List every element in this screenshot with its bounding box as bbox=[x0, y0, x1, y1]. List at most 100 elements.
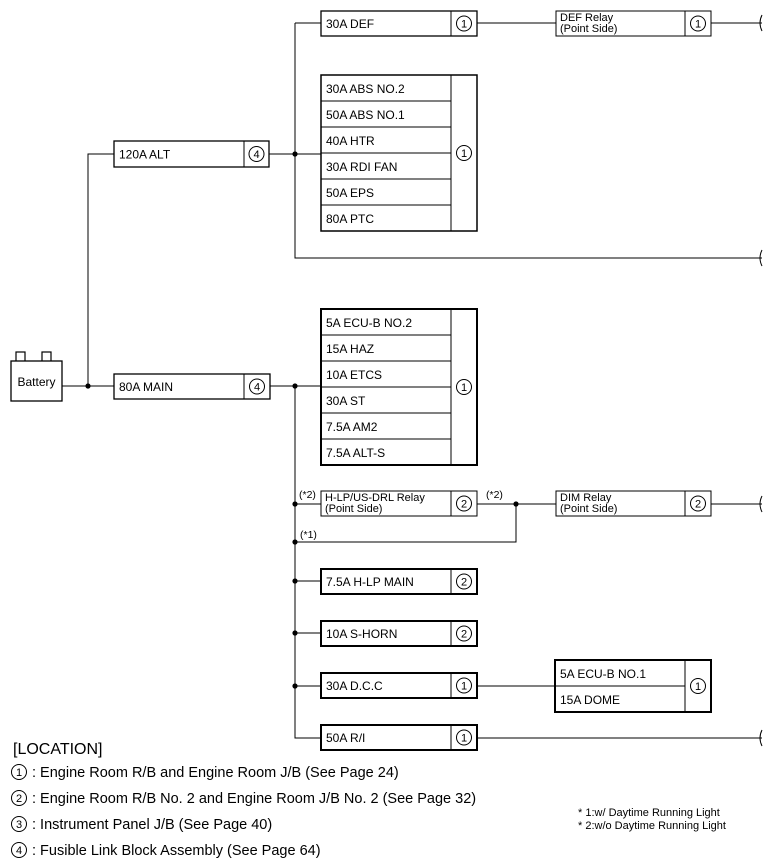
relay-def: DEF Relay (Point Side) 1 bbox=[555, 10, 712, 37]
wires bbox=[62, 14, 763, 747]
legend-text: : Fusible Link Block Assembly (See Page … bbox=[32, 843, 321, 859]
fuse-10a-s-horn: 10A S-HORN 2 bbox=[320, 620, 478, 647]
group-fuse-label: 5A ECU-B NO.1 bbox=[560, 667, 646, 681]
relay-name: DEF Relay bbox=[560, 12, 614, 24]
wire-star1-bypass bbox=[295, 504, 517, 543]
location-marker bbox=[456, 495, 472, 512]
fuse-label: 30A D.C.C bbox=[326, 679, 383, 693]
location-marker bbox=[456, 625, 472, 642]
battery: Battery bbox=[10, 351, 63, 402]
wire-break-2 bbox=[759, 249, 763, 267]
location-marker bbox=[456, 729, 472, 746]
relay-name: DIM Relay bbox=[560, 492, 612, 504]
legend-marker bbox=[11, 816, 27, 832]
legend-marker bbox=[11, 790, 27, 806]
group-fuse-label: 40A HTR bbox=[326, 134, 375, 148]
junction-dot bbox=[292, 501, 298, 507]
wire-break-4 bbox=[759, 729, 763, 747]
fuse-group-main: 5A ECU-B NO.2 15A HAZ 10A ETCS 30A ST 7.… bbox=[320, 308, 478, 466]
group-fuse-label: 15A HAZ bbox=[326, 342, 374, 356]
fuse-120a-alt: 120A ALT 4 bbox=[113, 140, 270, 168]
fuse-label: 120A ALT bbox=[119, 148, 171, 162]
wire-battery-alt bbox=[87, 153, 114, 386]
location-number: 2 bbox=[461, 499, 467, 511]
fuse-group-dcc: 5A ECU-B NO.1 15A DOME 1 bbox=[554, 659, 712, 713]
fuse-box bbox=[113, 140, 270, 168]
relay-dim: DIM Relay (Point Side) 2 bbox=[555, 490, 712, 517]
wire-main-bus bbox=[294, 386, 321, 739]
wire-note-star2: (*2) bbox=[486, 489, 503, 501]
group-fuse-label: 50A ABS NO.1 bbox=[326, 108, 405, 122]
fuse-label: 10A S-HORN bbox=[326, 627, 397, 641]
wire-alt-bus bbox=[294, 23, 762, 259]
location-marker bbox=[456, 379, 472, 395]
location-legend: [LOCATION] 1 : Engine Room R/B and Engin… bbox=[11, 741, 476, 859]
group-fuse-label: 30A ABS NO.2 bbox=[326, 82, 405, 96]
fuse-label: 50A R/I bbox=[326, 731, 365, 745]
wire-note-star2: (*2) bbox=[299, 489, 316, 501]
location-number: 1 bbox=[461, 148, 467, 160]
relay-name: H-LP/US-DRL Relay bbox=[325, 492, 425, 504]
junction-dot bbox=[513, 501, 519, 507]
group-fuse-label: 5A ECU-B NO.2 bbox=[326, 316, 412, 330]
location-number: 4 bbox=[254, 382, 260, 394]
location-number: 1 bbox=[461, 19, 467, 31]
location-marker bbox=[456, 573, 472, 590]
relay-side: (Point Side) bbox=[325, 503, 382, 515]
relay-side: (Point Side) bbox=[560, 503, 617, 515]
footnote-2: * 2:w/o Daytime Running Light bbox=[578, 820, 726, 832]
fuse-80a-main: 80A MAIN 4 bbox=[113, 373, 271, 400]
location-marker bbox=[249, 378, 265, 395]
legend-number: 4 bbox=[16, 845, 22, 857]
group-fuse-label: 15A DOME bbox=[560, 693, 620, 707]
legend-heading: [LOCATION] bbox=[13, 741, 103, 758]
wire-break-3 bbox=[759, 495, 763, 513]
group-fuse-label: 10A ETCS bbox=[326, 368, 382, 382]
legend-number: 2 bbox=[16, 793, 22, 805]
wire-note-star1: (*1) bbox=[300, 529, 317, 541]
junction-dot bbox=[85, 383, 91, 389]
group-fuse-label: 80A PTC bbox=[326, 212, 374, 226]
fuse-50a-ri: 50A R/I 1 bbox=[320, 724, 478, 751]
location-marker bbox=[456, 677, 472, 694]
junction-dot bbox=[292, 383, 298, 389]
fuse-7-5a-hlp-main: 7.5A H-LP MAIN 2 bbox=[320, 568, 478, 595]
location-marker bbox=[690, 15, 706, 32]
location-number: 2 bbox=[461, 577, 467, 589]
junction-dot bbox=[292, 578, 298, 584]
fuse-30a-def: 30A DEF 1 bbox=[320, 10, 478, 37]
fuse-label: 80A MAIN bbox=[119, 380, 173, 394]
junctions bbox=[85, 151, 519, 689]
fuse-label: 30A DEF bbox=[326, 17, 374, 31]
fuse-30a-dcc: 30A D.C.C 1 bbox=[320, 672, 478, 699]
group-fuse-label: 30A RDI FAN bbox=[326, 160, 397, 174]
legend-text: : Instrument Panel J/B (See Page 40) bbox=[32, 817, 272, 833]
junction-dot bbox=[292, 630, 298, 636]
junction-dot bbox=[292, 151, 298, 157]
location-number: 4 bbox=[253, 149, 259, 161]
location-marker bbox=[456, 15, 472, 32]
legend-number: 1 bbox=[16, 767, 22, 779]
location-marker bbox=[456, 145, 472, 161]
group-fuse-label: 50A EPS bbox=[326, 186, 374, 200]
location-number: 1 bbox=[461, 733, 467, 745]
relay-hlp-us-drl: H-LP/US-DRL Relay (Point Side) 2 bbox=[320, 490, 478, 517]
location-number: 2 bbox=[695, 499, 701, 511]
location-marker bbox=[248, 146, 265, 162]
junction-dot bbox=[292, 683, 298, 689]
fuse-label: 7.5A H-LP MAIN bbox=[326, 575, 414, 589]
location-marker bbox=[690, 678, 706, 694]
location-number: 1 bbox=[695, 19, 701, 31]
junction-dot bbox=[292, 539, 298, 545]
group-fuse-label: 7.5A AM2 bbox=[326, 420, 378, 434]
legend-marker bbox=[11, 764, 27, 780]
battery-body bbox=[10, 360, 63, 402]
footnote-1: * 1:w/ Daytime Running Light bbox=[578, 807, 720, 819]
legend-marker bbox=[11, 842, 27, 858]
wire-break-1 bbox=[759, 14, 763, 32]
legend-text: : Engine Room R/B and Engine Room J/B (S… bbox=[32, 765, 399, 781]
relay-side: (Point Side) bbox=[560, 23, 617, 35]
location-number: 1 bbox=[461, 681, 467, 693]
legend-text: : Engine Room R/B No. 2 and Engine Room … bbox=[32, 791, 476, 807]
